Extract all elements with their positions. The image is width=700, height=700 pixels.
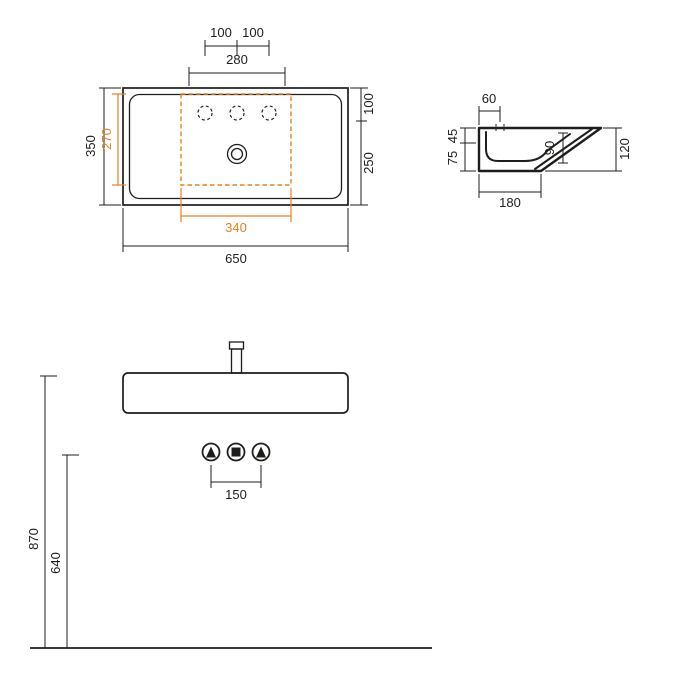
dim-front-heights: 45 75 — [445, 127, 476, 172]
dim-overall-height: 120 — [545, 127, 632, 172]
tap-hole-center-icon — [229, 105, 245, 121]
tap-hole-left-icon — [197, 105, 213, 121]
dim-symbol-spacing: 150 — [210, 465, 262, 502]
dim-tap-span-label: 280 — [226, 52, 248, 67]
dim-front-lower-label: 75 — [445, 151, 460, 165]
dim-tap-spacing: 100 100 — [204, 25, 270, 56]
section-view: 60 45 75 90 120 — [445, 91, 632, 210]
dim-tap-hole-offset-label: 60 — [482, 91, 496, 106]
dim-front-offset-label: 250 — [361, 152, 376, 174]
dim-basin-depth-label: 270 — [99, 128, 114, 150]
hot-control-symbol-icon — [201, 442, 221, 462]
drain-symbol-icon — [226, 442, 246, 462]
dim-basin-width-label: 340 — [225, 220, 247, 235]
drain-square-icon — [231, 447, 241, 457]
section-outer-profile — [477, 126, 603, 173]
drain-outer-icon — [226, 143, 248, 165]
tap-icon — [228, 341, 245, 374]
dim-overall-depth-label: 350 — [83, 135, 98, 157]
section-bowl-curve — [485, 131, 571, 162]
dim-bowl-depth: 90 — [542, 132, 568, 164]
drain-inner-icon — [230, 147, 244, 161]
dim-rear-front-offsets: 100 250 — [350, 87, 376, 206]
plan-view: 100 100 280 350 270 — [83, 25, 376, 266]
dim-rim-height-label: 870 — [26, 528, 41, 550]
dim-front-upper-label: 45 — [445, 129, 460, 143]
tap-stem — [230, 348, 243, 374]
dim-overall-width: 650 — [122, 208, 349, 266]
dim-lower-height-label: 640 — [48, 552, 63, 574]
dim-rim-height: 870 — [26, 375, 57, 648]
dim-tap-span: 280 — [188, 52, 286, 86]
plan-outer-rim — [122, 87, 349, 206]
dim-basin-depth: 270 — [99, 93, 126, 186]
cold-control-triangle-icon — [256, 446, 266, 458]
cold-control-symbol-icon — [251, 442, 271, 462]
dim-rear-offset-label: 100 — [361, 93, 376, 115]
dim-lower-height: 640 — [48, 454, 79, 648]
hot-control-triangle-icon — [206, 446, 216, 458]
dim-tap-spacing-right-label: 100 — [242, 25, 264, 40]
dim-symbol-spacing-label: 150 — [225, 487, 247, 502]
front-symbols — [201, 442, 271, 462]
tap-head — [228, 341, 245, 350]
dim-base-depth: 180 — [478, 174, 542, 210]
dim-overall-height-label: 120 — [617, 138, 632, 160]
dim-overall-width-label: 650 — [225, 251, 247, 266]
dim-overall-depth: 350 — [83, 87, 121, 206]
tap-hole-right-icon — [261, 105, 277, 121]
dim-bowl-depth-label: 90 — [542, 141, 557, 155]
dim-tap-hole-offset: 60 — [478, 91, 501, 125]
dim-base-depth-label: 180 — [499, 195, 521, 210]
front-view: 150 870 640 — [26, 341, 432, 649]
front-basin-body — [122, 372, 349, 414]
plan-inner-rim — [128, 93, 343, 200]
plan-basin-dashed-outline — [180, 93, 292, 186]
dim-basin-width: 340 — [180, 188, 292, 235]
dim-tap-spacing-left-label: 100 — [210, 25, 232, 40]
